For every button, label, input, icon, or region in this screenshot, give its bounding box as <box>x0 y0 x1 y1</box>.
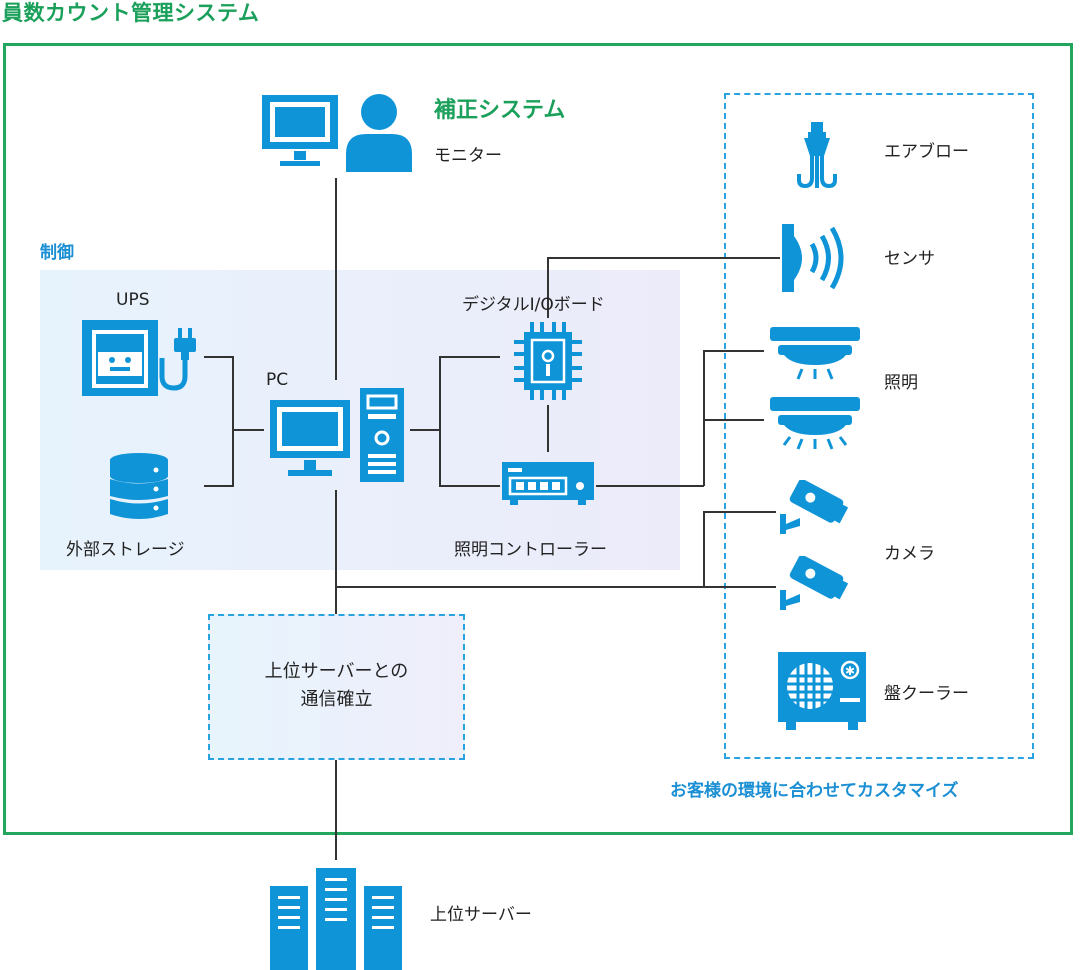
light-controller-label: 照明コントローラー <box>454 540 607 560</box>
customization-box <box>724 93 1034 759</box>
light-bracket <box>703 350 764 421</box>
pc-label: PC <box>266 370 289 390</box>
ups-label: UPS <box>116 290 150 310</box>
io-board-label: デジタルI/Oボード <box>462 295 605 315</box>
plug-icon <box>159 328 196 391</box>
panel-cooler-label: 盤クーラー <box>884 684 969 704</box>
user-icon <box>346 94 412 172</box>
correction-system-title: 補正システム <box>434 98 566 123</box>
storage-label: 外部ストレージ <box>66 540 185 560</box>
air-blow-icon <box>797 122 837 189</box>
communication-line2: 通信確立 <box>300 689 373 710</box>
pc-icon <box>270 400 350 476</box>
sensor-icon <box>782 224 844 292</box>
camera-icon <box>780 480 849 534</box>
ups-storage-bracket <box>204 356 234 487</box>
chip-icon <box>514 322 582 400</box>
communication-line1: 上位サーバーとの <box>264 661 409 682</box>
sensor-label: センサ <box>884 249 935 269</box>
diagram-title: 員数カウント管理システム <box>2 1 260 25</box>
control-title: 制御 <box>40 243 74 263</box>
io-sensor-line <box>547 257 780 318</box>
camera-label: カメラ <box>884 544 935 564</box>
light-icon <box>770 397 860 450</box>
monitor-label: モニター <box>434 146 502 166</box>
tower-icon <box>360 388 404 482</box>
customization-caption: お客様の環境に合わせてカスタマイズ <box>670 781 959 801</box>
server-label: 上位サーバー <box>430 905 532 925</box>
controller-icon <box>502 462 594 505</box>
io-controller-bracket <box>439 356 500 487</box>
database-icon <box>110 453 168 519</box>
camera-bracket <box>703 511 776 588</box>
communication-box <box>208 614 465 760</box>
light-icon <box>770 327 860 380</box>
ups-icon <box>82 320 158 396</box>
monitor-icon <box>262 95 338 166</box>
server-icon <box>270 868 402 970</box>
cooler-icon: ✱ <box>778 652 866 730</box>
lighting-label: 照明 <box>884 373 918 393</box>
communication-text: 上位サーバーとの 通信確立 <box>208 658 465 714</box>
camera-icon <box>780 556 849 610</box>
svg-text:✱: ✱ <box>845 664 855 678</box>
system-frame <box>3 43 1073 835</box>
air-blow-label: エアブロー <box>884 142 969 162</box>
